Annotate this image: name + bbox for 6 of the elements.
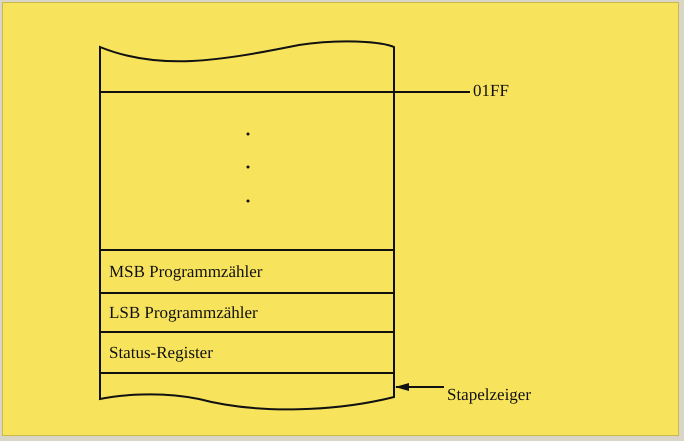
- stack-cell: LSB Programmzähler: [99, 292, 395, 331]
- stack-cell: Status-Register: [99, 331, 395, 372]
- pointer-arrow: [395, 383, 444, 391]
- pointer-label: Stapelzeiger: [447, 385, 532, 405]
- stack-cell: MSB Programmzähler: [99, 249, 395, 292]
- address-label: 01FF: [473, 81, 509, 101]
